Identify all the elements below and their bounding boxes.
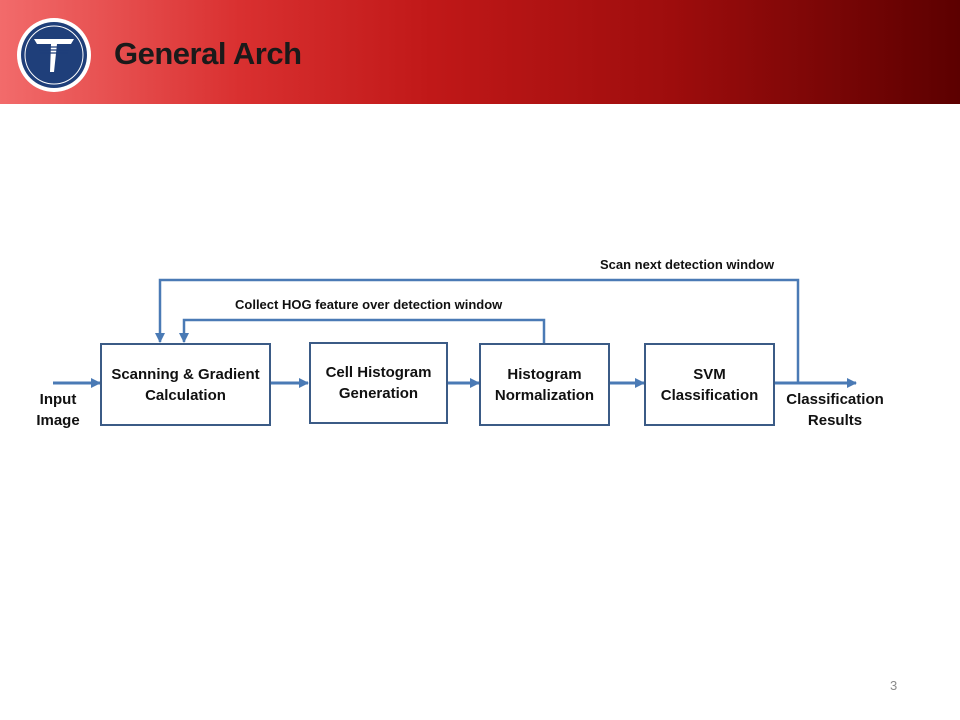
loop-inner-arrow [179, 318, 546, 344]
loop-inner-label: Collect HOG feature over detection windo… [235, 297, 503, 312]
page-number: 3 [890, 678, 898, 693]
page-title: General Arch [114, 36, 302, 71]
classification-results-label: Classification Results [786, 391, 884, 429]
box-histogram-normalization: Histogram Normalization [479, 343, 610, 426]
box-cell-histogram: Cell Histogram Generation [309, 342, 448, 424]
loop-outer-arrow [155, 278, 800, 383]
header-banner [0, 0, 960, 104]
loop-outer-label: Scan next detection window [600, 257, 775, 272]
box-scanning-gradient: Scanning & Gradient Calculation [100, 343, 271, 426]
box-svm-classification: SVM Classification [644, 343, 775, 426]
university-logo [17, 18, 91, 92]
input-image-label: Input Image [36, 391, 80, 429]
